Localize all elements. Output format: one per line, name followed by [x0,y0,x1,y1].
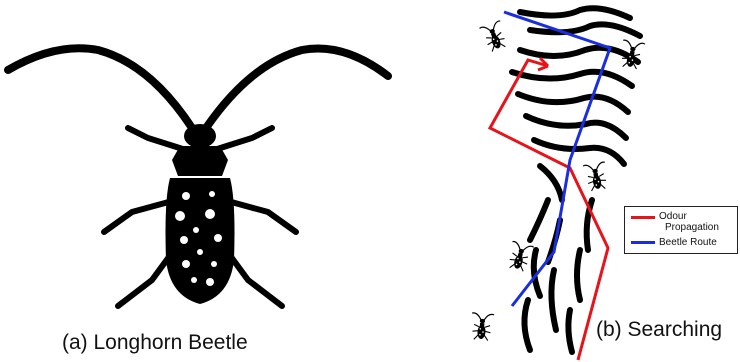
legend-label-odour-line1: Odour [659,211,687,222]
legend-label-odour-line2: Propagation [665,222,719,233]
searching-beetle-5 [470,313,494,341]
searching-beetle-1 [479,21,509,53]
legend-label-route: Beetle Route [659,237,717,248]
legend: Odour Propagation Beetle Route [624,206,738,254]
caption-longhorn-beetle: (a) Longhorn Beetle [62,331,248,355]
searching-beetle-3 [583,162,609,192]
legend-swatch-odour [631,216,655,219]
longhorn-beetle-silhouette [8,48,388,306]
caption-searching: (b) Searching [596,318,722,342]
searching-beetle-4 [506,241,534,272]
legend-swatch-route [631,241,655,244]
